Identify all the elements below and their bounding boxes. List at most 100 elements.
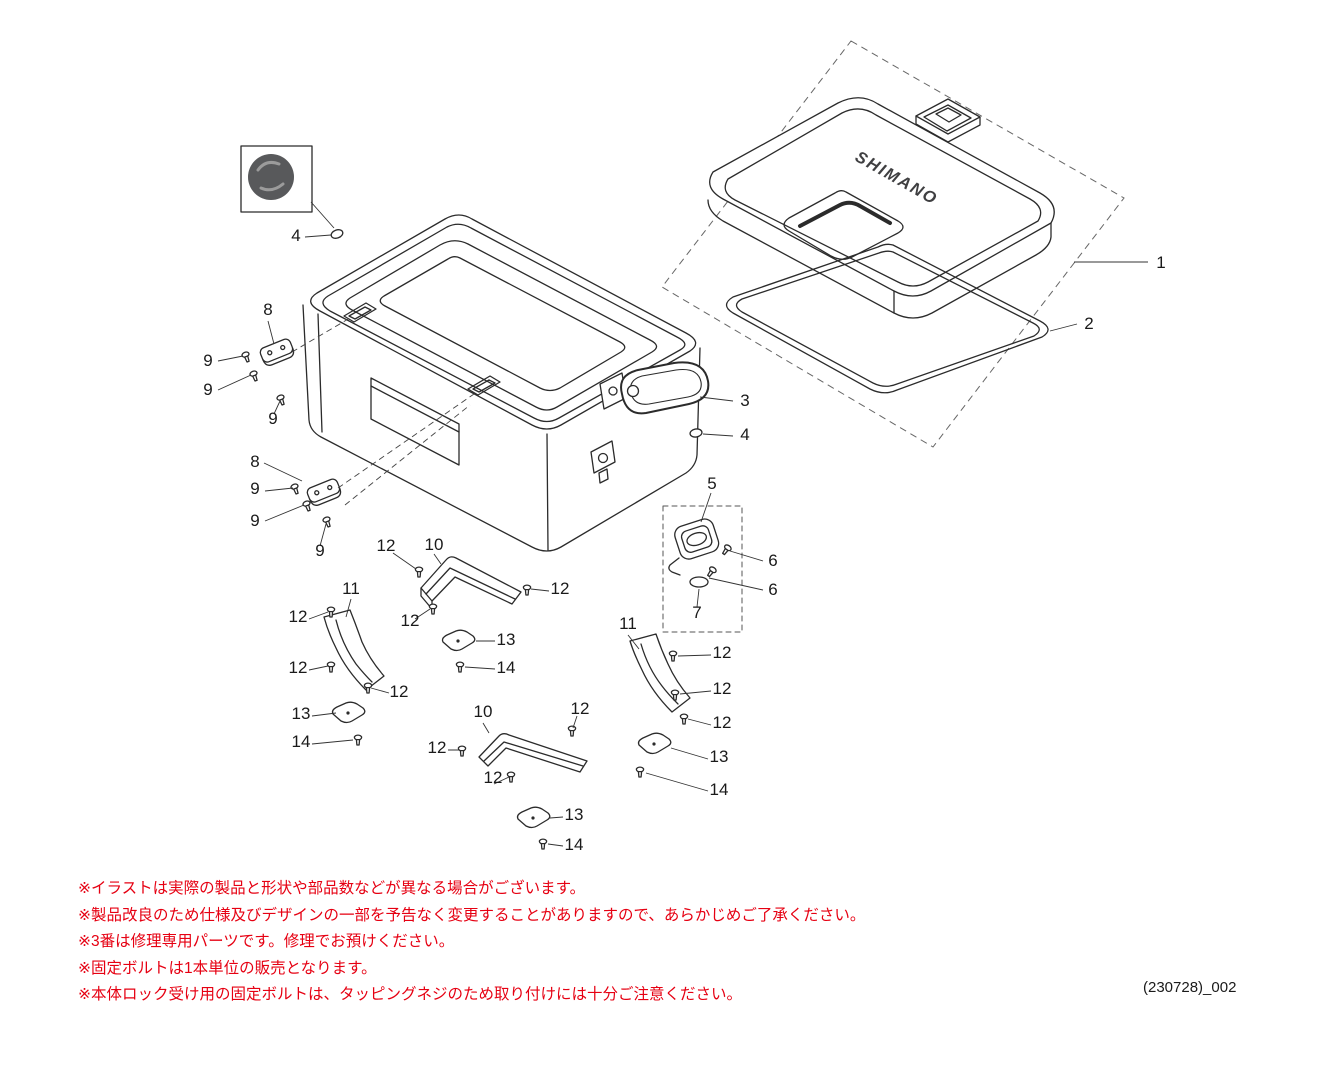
part-callout-14: 14 bbox=[497, 658, 516, 677]
latch-plate bbox=[258, 337, 297, 368]
part-callout-6: 6 bbox=[768, 580, 777, 599]
part-callout-5: 5 bbox=[707, 474, 716, 493]
carry-handle bbox=[599, 361, 710, 415]
part-callout-10: 10 bbox=[425, 535, 444, 554]
latch-plate bbox=[305, 477, 344, 508]
part-callout-12: 12 bbox=[401, 611, 420, 630]
part-callout-12: 12 bbox=[428, 738, 447, 757]
part-callout-11: 11 bbox=[342, 579, 360, 598]
corner-guards bbox=[420, 556, 588, 773]
box-interior-floor bbox=[379, 256, 626, 392]
lid-inner-line bbox=[724, 108, 1042, 287]
corner-guard bbox=[420, 556, 522, 605]
box-rim-inner bbox=[322, 223, 686, 423]
corner-bracket bbox=[323, 609, 385, 691]
part-callout-12: 12 bbox=[551, 579, 570, 598]
lid-handle-bar bbox=[798, 200, 892, 228]
screw-icon bbox=[289, 482, 302, 496]
note-line: ※本体ロック受け用の固定ボルトは、タッピングネジのため取り付けには十分ご注意くだ… bbox=[78, 986, 742, 1004]
screw-icon bbox=[455, 661, 465, 673]
corner-guard bbox=[478, 733, 588, 773]
part-callout-13: 13 bbox=[292, 704, 311, 723]
screw-icon bbox=[538, 838, 548, 850]
screw-icon bbox=[704, 565, 718, 579]
part-callout-10: 10 bbox=[474, 702, 493, 721]
latch-plates bbox=[240, 337, 344, 529]
part-callout-12: 12 bbox=[289, 607, 308, 626]
part-callout-14: 14 bbox=[710, 780, 729, 799]
screw-icon bbox=[635, 766, 645, 778]
drain-fitting bbox=[590, 440, 616, 474]
part-callout-14: 14 bbox=[292, 732, 311, 751]
latch-assembly bbox=[662, 505, 743, 633]
part-callout-3: 3 bbox=[740, 391, 749, 410]
lid-outline bbox=[709, 97, 1055, 297]
note-line: ※3番は修理専用パーツです。修理でお預けください。 bbox=[78, 933, 455, 951]
part-callout-12: 12 bbox=[484, 768, 503, 787]
leader-lines bbox=[217, 201, 1148, 847]
part-callout-6: 6 bbox=[768, 551, 777, 570]
screw-icon bbox=[353, 734, 363, 746]
part-callout-12: 12 bbox=[377, 536, 396, 555]
part-callout-12: 12 bbox=[713, 713, 732, 732]
part-callout-1: 1 bbox=[1156, 253, 1165, 272]
screw-icon bbox=[457, 745, 467, 757]
pad-part bbox=[516, 806, 551, 829]
part-callout-9: 9 bbox=[250, 479, 259, 498]
part-callout-9: 9 bbox=[203, 351, 212, 370]
box-rim-outer bbox=[310, 214, 697, 430]
lid-dashed-boundary bbox=[661, 40, 1125, 448]
screw-icon bbox=[567, 725, 577, 737]
pad-part bbox=[331, 701, 366, 724]
plug-oval bbox=[330, 229, 344, 239]
part-callout-13: 13 bbox=[565, 805, 584, 824]
latch-keeper-slot bbox=[343, 302, 377, 323]
lid-assembly: SHIMANO bbox=[707, 97, 1055, 319]
part-callout-7: 7 bbox=[692, 603, 701, 622]
part-callout-12: 12 bbox=[571, 699, 590, 718]
box-front-recess bbox=[370, 377, 460, 466]
part-callout-4: 4 bbox=[291, 226, 300, 245]
disclaimer-notes: ※イラストは実際の製品と形状や部品数などが異なる場合がございます。※製品改良のた… bbox=[78, 876, 865, 1009]
part-callout-14: 14 bbox=[565, 835, 584, 854]
screw-icon bbox=[719, 543, 733, 557]
note-line: ※製品改良のため仕様及びデザインの一部を予告なく変更することがありますので、あら… bbox=[78, 906, 866, 924]
document-code: (230728)_002 bbox=[1143, 979, 1237, 996]
pad-part bbox=[637, 732, 672, 755]
box-outer-profile bbox=[302, 304, 701, 552]
part-callout-11: 11 bbox=[619, 614, 637, 633]
part-callout-12: 12 bbox=[390, 682, 409, 701]
part-callout-12: 12 bbox=[713, 679, 732, 698]
box-opening bbox=[345, 240, 658, 411]
screw-icon bbox=[668, 650, 678, 662]
note-line: ※固定ボルトは1本単位の販売となります。 bbox=[78, 959, 377, 977]
part-callout-13: 13 bbox=[710, 747, 729, 766]
plug-parts bbox=[330, 229, 703, 438]
lid-handle-recess bbox=[783, 190, 904, 260]
latch-dashed-box bbox=[662, 505, 743, 633]
pad-part bbox=[441, 629, 476, 652]
part-callout-9: 9 bbox=[315, 541, 324, 560]
part-callout-12: 12 bbox=[289, 658, 308, 677]
corner-bracket bbox=[629, 633, 691, 713]
box-body bbox=[302, 214, 701, 552]
screw-icon bbox=[248, 369, 261, 383]
screw-icon bbox=[679, 713, 689, 725]
plug-oval bbox=[689, 428, 703, 438]
part-callout-8: 8 bbox=[263, 300, 272, 319]
part-callout-4: 4 bbox=[740, 425, 749, 444]
screw-icon bbox=[428, 603, 438, 615]
logo-plug-face bbox=[248, 154, 294, 200]
part-callout-13: 13 bbox=[497, 630, 516, 649]
screw-icon bbox=[275, 393, 288, 407]
screw-icon bbox=[240, 350, 253, 364]
screw-icon bbox=[321, 515, 334, 529]
lid-gasket bbox=[725, 243, 1049, 394]
latch-cap bbox=[689, 576, 709, 588]
screw-icon bbox=[414, 566, 424, 578]
part-callout-9: 9 bbox=[203, 380, 212, 399]
latch-body bbox=[674, 518, 720, 560]
